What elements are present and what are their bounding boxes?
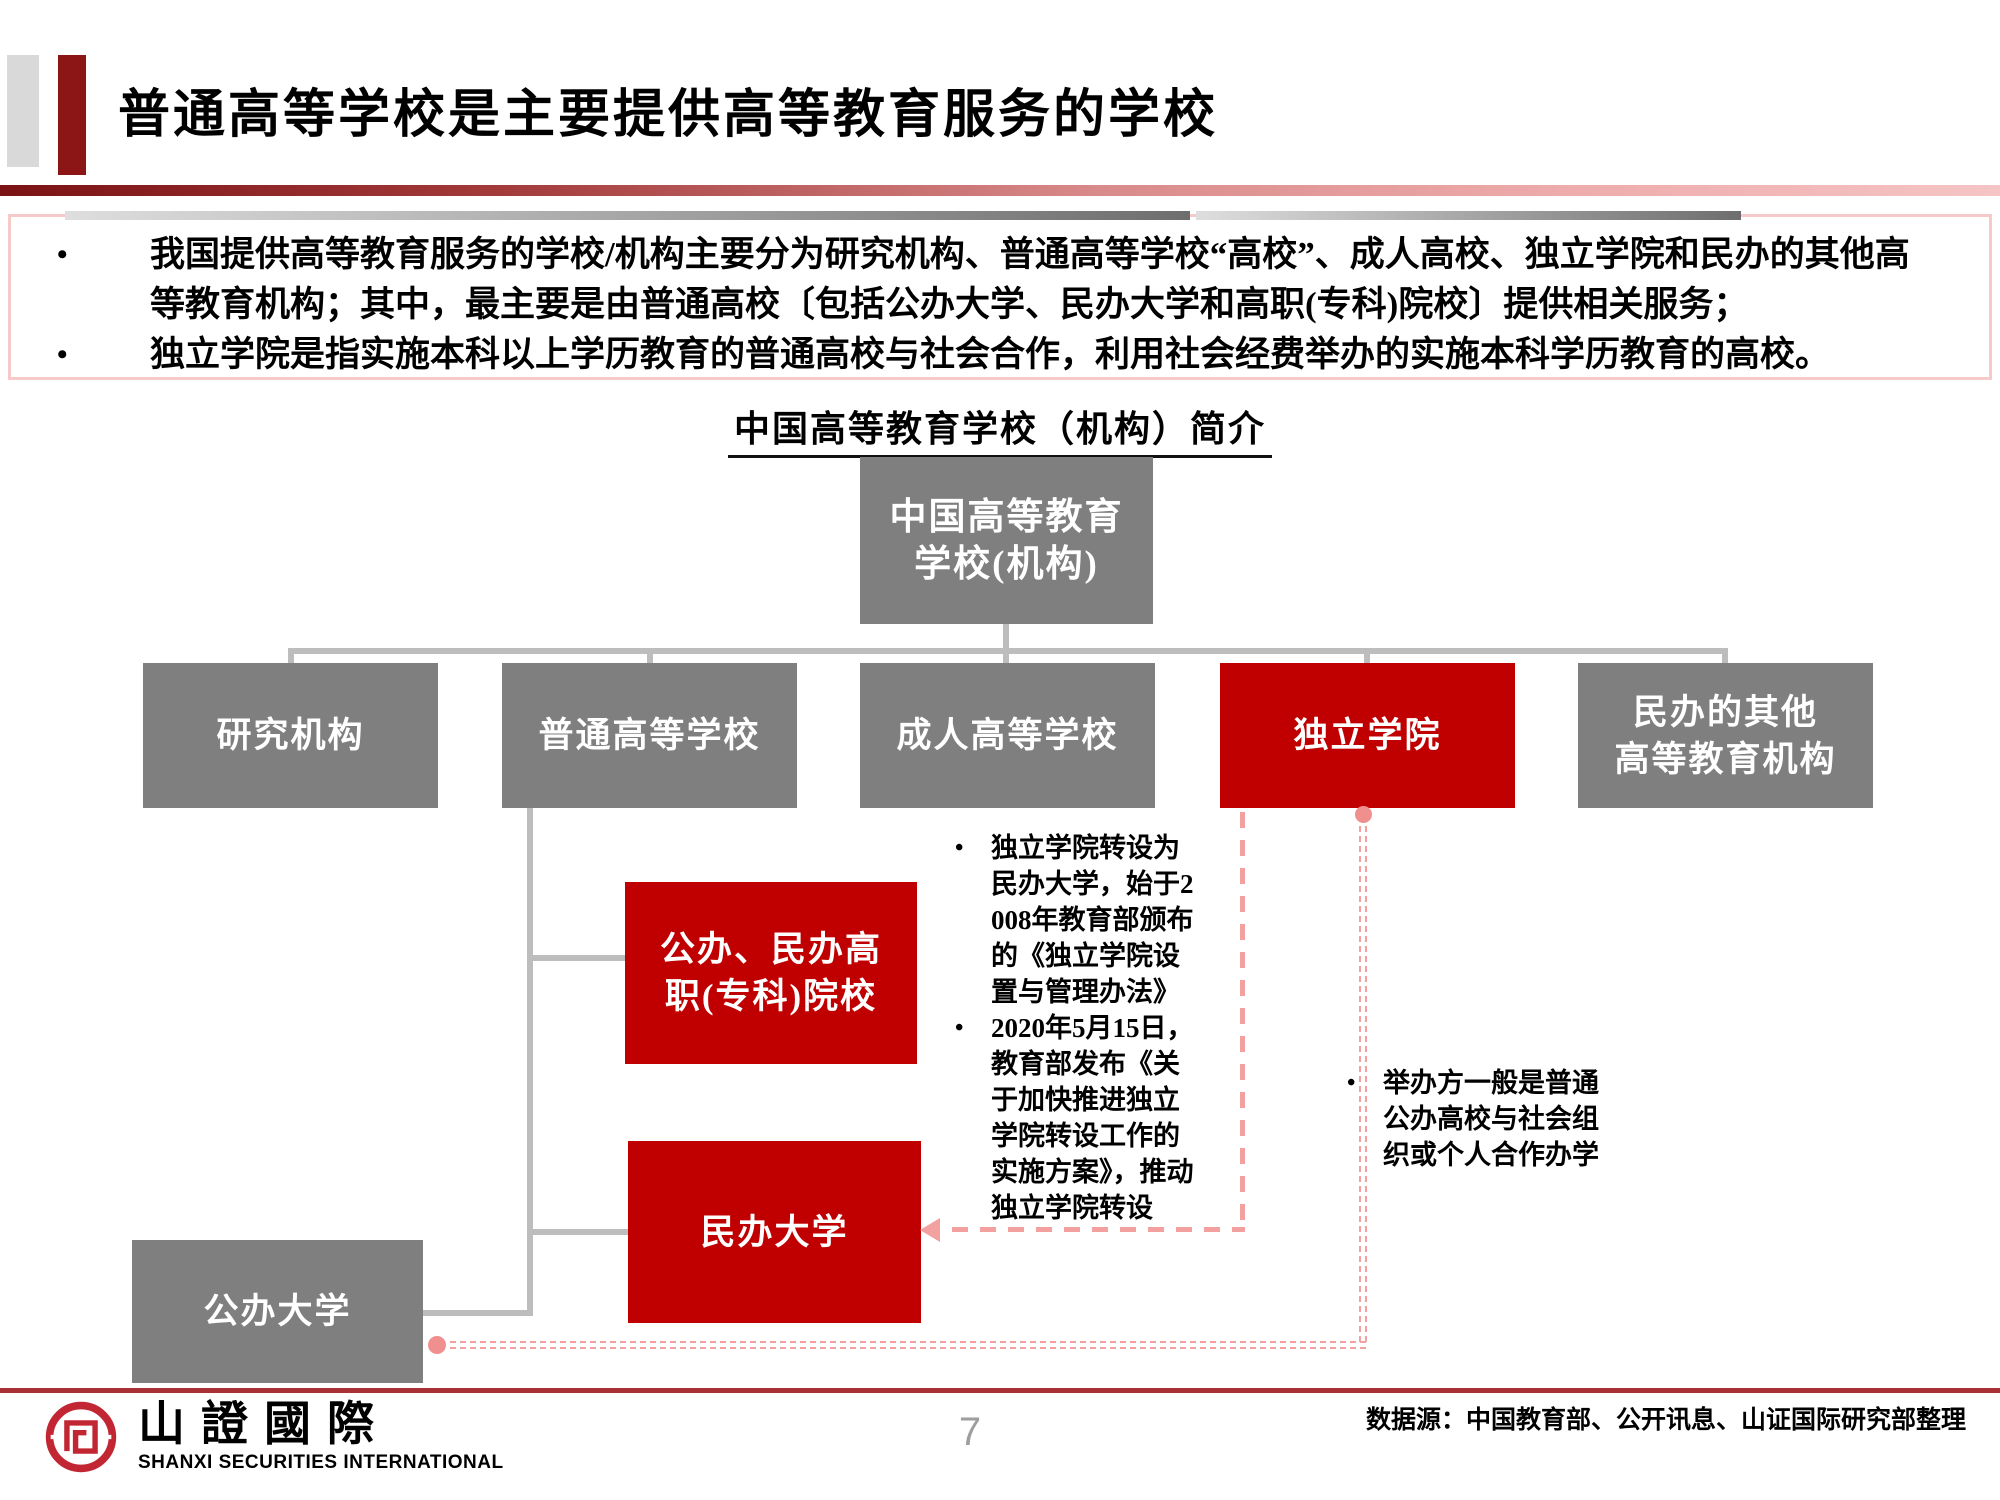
node-regular-higher-education: 普通高等学校 <box>502 663 797 808</box>
double-dashed-line-horizontal <box>450 1341 1366 1349</box>
note-independent-college-conversion: • 独立学院转设为民办大学，始于2008年教育部颁布的《独立学院设置与管理办法》… <box>955 830 1205 1226</box>
node-private-other-institutions: 民办的其他 高等教育机构 <box>1578 663 1873 808</box>
bullet-icon: • <box>1347 1070 1356 1096</box>
callout-bullet: • 独立学院是指实施本科以上学历教育的普通高校与社会合作，利用社会经费举办的实施… <box>11 330 1930 380</box>
footer-divider <box>0 1388 2000 1393</box>
summary-callout-box: • 我国提供高等教育服务的学校/机构主要分为研究机构、普通高等学校“高校”、成人… <box>8 214 1992 380</box>
connector-root-stub <box>1003 624 1009 663</box>
bullet-icon: • <box>57 338 68 371</box>
node-independent-college: 独立学院 <box>1220 663 1515 808</box>
node-research-institution: 研究机构 <box>143 663 438 808</box>
accent-bar-red <box>58 55 86 175</box>
bullet-icon: • <box>955 835 964 861</box>
callout-bullet-text: 我国提供高等教育服务的学校/机构主要分为研究机构、普通高等学校“高校”、成人高校… <box>150 235 1910 324</box>
connector-branch-vocational <box>530 955 625 961</box>
company-logo: 山證國際 SHANXI SECURITIES INTERNATIONAL <box>42 1398 504 1476</box>
note-organizer: • 举办方一般是普通公办高校与社会组织或个人合作办学 <box>1347 1065 1617 1173</box>
note-bullet: • 2020年5月15日，教育部发布《关于加快推进独立学院转设工作的实施方案》，… <box>955 1010 1205 1226</box>
connector-level2-rail <box>288 648 1728 654</box>
node-root-line: 学校(机构) <box>914 543 1099 585</box>
node-vocational-colleges: 公办、民办高 职(专科)院校 <box>625 882 917 1064</box>
connector-stub <box>1364 648 1370 663</box>
connector-stub <box>1722 648 1728 663</box>
callout-shadow-strip <box>1196 211 1741 220</box>
double-dashed-line-vertical <box>1359 826 1367 1342</box>
note-bullet: • 举办方一般是普通公办高校与社会组织或个人合作办学 <box>1347 1065 1617 1173</box>
bullet-icon: • <box>955 1015 964 1041</box>
logo-emblem-icon <box>45 1401 117 1473</box>
page-title: 普通高等学校是主要提供高等教育服务的学校 <box>118 87 1219 144</box>
bullet-icon: • <box>57 238 68 271</box>
diagram-title: 中国高等教育学校（机构）简介 <box>0 400 2000 458</box>
node-adult-higher-education: 成人高等学校 <box>860 663 1155 808</box>
connector-dot <box>428 1336 446 1354</box>
data-source-note: 数据源：中国教育部、公开讯息、山证国际研究部整理 <box>1365 1407 1966 1434</box>
callout-bullet-text: 独立学院是指实施本科以上学历教育的普通高校与社会合作，利用社会经费举办的实施本科… <box>150 335 1831 374</box>
connector-stub <box>288 648 294 663</box>
connector-dot <box>1355 806 1372 823</box>
connector-branch-public <box>423 1310 531 1316</box>
connector-stub <box>647 648 653 663</box>
logo-chinese-name: 山證國際 <box>138 1397 390 1450</box>
callout-bullet: • 我国提供高等教育服务的学校/机构主要分为研究机构、普通高等学校“高校”、成人… <box>11 230 1930 330</box>
arrowhead-icon <box>920 1218 940 1242</box>
page-number: 7 <box>958 1410 982 1454</box>
node-public-university: 公办大学 <box>132 1240 423 1383</box>
node-root-line: 中国高等教育 <box>889 496 1124 538</box>
connector-putong-trunk <box>527 808 533 1316</box>
node-private-university: 民办大学 <box>628 1141 921 1323</box>
connector-branch-private <box>530 1229 628 1235</box>
logo-english-name: SHANXI SECURITIES INTERNATIONAL <box>138 1452 504 1473</box>
accent-bar-gray <box>7 55 39 167</box>
header-divider <box>0 185 2000 196</box>
callout-shadow-strip <box>65 211 1190 220</box>
note-bullet: • 独立学院转设为民办大学，始于2008年教育部颁布的《独立学院设置与管理办法》 <box>955 830 1205 1010</box>
node-root: 中国高等教育 学校(机构) <box>860 457 1153 624</box>
dashed-line-independent-to-private <box>1240 812 1245 1232</box>
dashed-line-to-private-university <box>952 1227 1245 1232</box>
